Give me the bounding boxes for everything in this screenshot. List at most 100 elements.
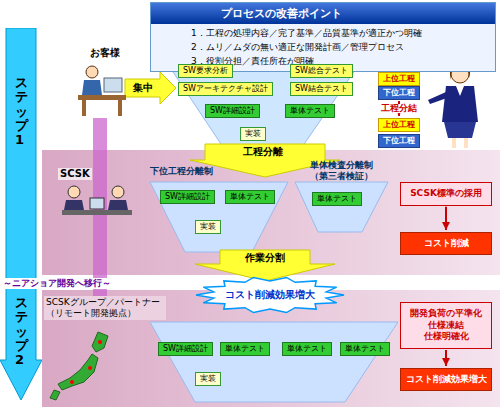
- process-box: SW総合テスト: [290, 64, 353, 78]
- scsk-team-figure: [62, 186, 132, 215]
- node-text: 単体テスト: [287, 344, 327, 354]
- annotation-label: 集中: [133, 82, 153, 94]
- node-text: SW結合テスト: [295, 84, 348, 94]
- phase-box: 上位工程: [378, 118, 420, 132]
- site-dot: [88, 366, 92, 370]
- node-text: 下位工程: [383, 88, 415, 98]
- node-text: SW詳細設計: [165, 192, 210, 202]
- head: [112, 186, 124, 198]
- monitor: [104, 78, 122, 92]
- node-text: 2．ムリ／ムダの無い適正な開発計画／管理プロセス: [151, 40, 495, 54]
- process-box: SWアーキテクチャ設計: [178, 82, 273, 96]
- annotation-label: ～ニアショア開発へ移行～: [2, 278, 112, 289]
- effect-box: SCSK標準の採用: [400, 182, 492, 206]
- process-box: 単体テスト: [285, 104, 335, 118]
- desk: [62, 210, 132, 215]
- v-model-shape: [150, 182, 288, 252]
- node-text: 単体テスト: [225, 344, 265, 354]
- japan-map: [50, 332, 108, 400]
- collar: [456, 86, 464, 96]
- starburst: コスト削減効果増大: [195, 276, 345, 314]
- edge-label: 工程分結: [379, 104, 419, 114]
- node-text: コスト削減効果増大: [405, 373, 487, 386]
- leg: [464, 138, 468, 148]
- desk-leg: [82, 100, 86, 116]
- node-text: 単体テスト: [290, 106, 330, 116]
- process-box: 実装: [240, 127, 266, 141]
- node-text: ステップ2: [15, 296, 28, 367]
- node-text: SW詳細設計: [210, 106, 255, 116]
- annotation-label: 工程分離: [243, 146, 283, 158]
- site-dot: [70, 380, 74, 384]
- process-box: 実装: [195, 372, 221, 386]
- annotation-label: SCSK: [58, 168, 92, 180]
- node-text: 単体テスト: [230, 192, 270, 202]
- customer-figure: [78, 66, 126, 116]
- v-model-shape: [150, 322, 398, 402]
- phase-box: 下位工程: [378, 86, 420, 100]
- jacket: [442, 86, 478, 122]
- body: [82, 80, 102, 95]
- presenter-figure: [428, 64, 478, 148]
- phase-box: 上位工程: [378, 72, 420, 86]
- starburst-outline: [196, 277, 344, 312]
- node-text: ステップ1: [15, 76, 28, 147]
- map-island: [92, 332, 108, 352]
- node-text: SWアーキテクチャ設計: [183, 84, 268, 94]
- map-island: [50, 390, 60, 400]
- monitor: [90, 198, 104, 209]
- node-text: コスト削減: [405, 237, 487, 250]
- site-dot: [98, 340, 102, 344]
- process-box: 実装: [195, 220, 221, 234]
- process-box: SW詳細設計: [205, 104, 260, 118]
- v-model-shape: [165, 60, 362, 150]
- annotation-label: SCSKグループ／パートナー （リモート開発拠点）: [44, 296, 166, 320]
- node-text: SW詳細設計: [163, 344, 208, 354]
- process-box: 単体テスト: [282, 342, 332, 356]
- map-island: [58, 354, 98, 390]
- annotation-label: 作業分割: [245, 252, 285, 264]
- desk: [78, 95, 126, 100]
- annotation-label: 単体検査分離制 （第三者検証）: [300, 160, 382, 182]
- node-text: コスト削減効果増大: [225, 288, 315, 302]
- body: [108, 200, 128, 210]
- process-box: 単体テスト: [340, 342, 390, 356]
- head: [68, 186, 80, 198]
- flow-arrow: [445, 350, 447, 366]
- result-box: コスト削減効果増大: [400, 368, 492, 391]
- step-arrow: ステップ1 ステップ2: [0, 28, 42, 400]
- node-text: 単体テスト: [317, 194, 357, 204]
- node-text: プロセスの改善ポイント: [151, 3, 495, 24]
- effect-box: 開発負荷の平準化 仕様凍結 仕様明確化: [400, 302, 492, 349]
- node-text: SW総合テスト: [295, 66, 348, 76]
- process-box: SW詳細設計: [158, 342, 213, 356]
- process-box: 単体テスト: [312, 192, 362, 206]
- node-text: 上位工程: [383, 74, 415, 84]
- node-text: 上位工程: [383, 120, 415, 130]
- points-panel: プロセスの改善ポイント 1．工程の処理内容／完了基準／品質基準が適正かつ明確2．ム…: [150, 2, 496, 72]
- phase-box: 下位工程: [378, 134, 420, 148]
- process-box: SW結合テスト: [290, 82, 353, 96]
- flow-arrow: [445, 207, 447, 230]
- node-text: 実装: [200, 374, 216, 384]
- node-text: 1．工程の処理内容／完了基準／品質基準が適正かつ明確: [151, 26, 495, 40]
- process-box: 単体テスト: [220, 342, 270, 356]
- node-text: 実装: [245, 129, 261, 139]
- v-model-shape: [295, 182, 388, 232]
- node-text: 下位工程: [383, 136, 415, 146]
- node-text: 開発負荷の平準化 仕様凍結 仕様明確化: [405, 308, 487, 343]
- step-arrow-outline: [0, 28, 42, 400]
- node-text: SW要求分析: [183, 66, 228, 76]
- head: [86, 66, 98, 78]
- desk-leg: [118, 100, 122, 116]
- process-box: SW詳細設計: [160, 190, 215, 204]
- node-text: SCSK標準の採用: [405, 188, 487, 200]
- result-box: コスト削減: [400, 232, 492, 255]
- block-arrow: [125, 72, 176, 104]
- node-text: 実装: [200, 222, 216, 232]
- annotation-label: 下位工程分離制: [150, 166, 213, 177]
- skirt: [444, 122, 476, 138]
- node-text: 単体テスト: [345, 344, 385, 354]
